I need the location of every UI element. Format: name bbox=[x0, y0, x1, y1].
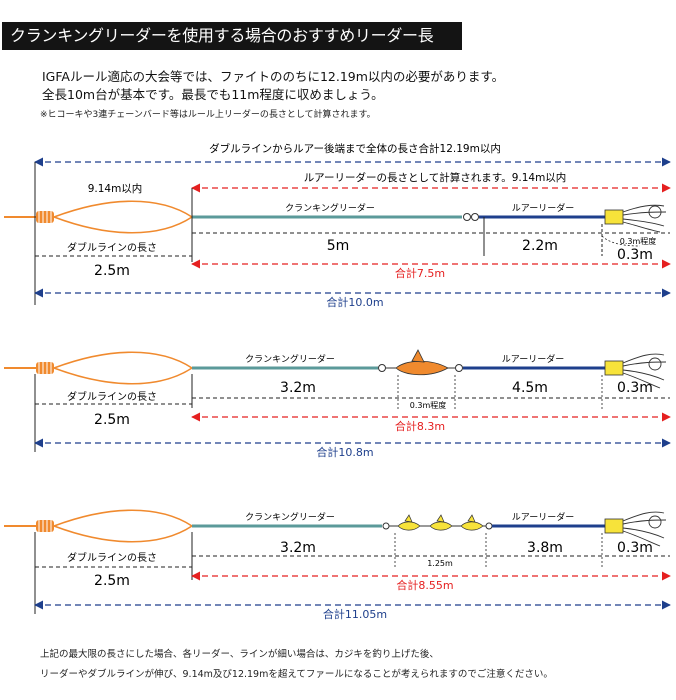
lure-skirt-icon bbox=[622, 204, 667, 233]
double-line-label: ダブルラインの長さ bbox=[67, 551, 157, 564]
cranking-length: 5m bbox=[327, 238, 350, 254]
cranking-length: 3.2m bbox=[280, 540, 316, 556]
diagram-2: クランキングリーダー ルアーリーダー 3.2m 0.3m程度 4.5m 0.3m… bbox=[4, 349, 671, 459]
swivel-icon bbox=[378, 364, 386, 372]
bimini-knot-icon bbox=[36, 520, 54, 532]
total-span-label: ダブルラインからルアー後端まで全体の長さ合計12.19m以内 bbox=[209, 142, 501, 155]
leader-span-label: ルアーリーダーの長さとして計算されます。9.14m以内 bbox=[304, 171, 567, 184]
double-line-label: ダブルラインの長さ bbox=[67, 241, 157, 254]
blue-total: 合計11.05m bbox=[323, 607, 387, 621]
swivel-icon bbox=[455, 364, 463, 372]
lure-leader-label: ルアーリーダー bbox=[502, 353, 564, 365]
blue-total: 合計10.0m bbox=[326, 295, 383, 309]
hook-icon bbox=[648, 357, 662, 371]
double-line-length: 2.5m bbox=[94, 412, 130, 428]
footer-line-2: リーダーやダブルラインが伸び、9.14m及び12.19mを超えてファールになるこ… bbox=[40, 669, 553, 680]
swivel-icon bbox=[382, 522, 390, 530]
intro-line-1: IGFAルール適応の大会等では、ファイトののちに12.19m以内の必要があります… bbox=[42, 69, 505, 84]
lure-head-icon bbox=[604, 518, 624, 534]
chain-bird-icon bbox=[460, 514, 484, 531]
lure-leader-label: ルアーリーダー bbox=[512, 202, 574, 214]
swivel-icon bbox=[485, 522, 493, 530]
swivel-icon bbox=[463, 213, 471, 221]
bird-small-note: 0.3m程度 bbox=[410, 400, 447, 410]
red-total: 合計8.3m bbox=[395, 419, 445, 433]
blue-total: 合計10.8m bbox=[316, 445, 373, 459]
footer-line-1: 上記の最大限の長さにした場合、各リーダー、ラインが細い場合は、カジキを釣り上げた… bbox=[40, 649, 439, 660]
lure-body-length: 0.3m bbox=[617, 540, 653, 556]
rule-note: ※ヒコーキや3連チェーンバード等はルール上リーダーの長さとして計算されます。 bbox=[40, 110, 376, 120]
lure-body-length: 0.3m bbox=[617, 380, 653, 396]
diagram-1: ダブルラインからルアー後端まで全体の長さ合計12.19m以内 9.14m以内 ル… bbox=[4, 142, 671, 309]
chain-bird-icon bbox=[429, 514, 453, 531]
cranking-leader-label: クランキングリーダー bbox=[245, 511, 335, 523]
bimini-knot-icon bbox=[36, 211, 54, 223]
page-title: クランキングリーダーを使用する場合のおすすめリーダー長 bbox=[2, 22, 462, 50]
chain-bird-icon bbox=[397, 514, 421, 531]
hook-icon bbox=[648, 515, 662, 529]
lure-leader-label: ルアーリーダー bbox=[512, 511, 574, 523]
bimini-knot-icon bbox=[36, 362, 54, 374]
lure-leader-length: 2.2m bbox=[522, 238, 558, 254]
double-line-length: 2.5m bbox=[94, 263, 130, 279]
cranking-length: 3.2m bbox=[280, 380, 316, 396]
cranking-leader-label: クランキングリーダー bbox=[285, 202, 375, 214]
double-line-label: ダブルラインの長さ bbox=[67, 390, 157, 403]
lure-head-icon bbox=[604, 209, 624, 225]
cranking-leader-label: クランキングリーダー bbox=[245, 353, 335, 365]
lure-leader-length: 4.5m bbox=[512, 380, 548, 396]
lure-body-length: 0.3m bbox=[617, 247, 653, 263]
double-line-loop bbox=[51, 509, 194, 543]
double-line-loop bbox=[51, 351, 194, 385]
lure-small-note: 0.3m程度 bbox=[620, 236, 657, 246]
lure-leader-length: 3.8m bbox=[527, 540, 563, 556]
red-total: 合計8.55m bbox=[396, 578, 453, 592]
double-line-max-label: 9.14m以内 bbox=[88, 182, 143, 195]
intro-line-2: 全長10m台が基本です。最長でも11m程度に収めましょう。 bbox=[42, 87, 384, 102]
hook-icon bbox=[648, 205, 662, 219]
bird-chain-length: 1.25m bbox=[427, 559, 453, 568]
lure-skirt-icon bbox=[622, 353, 667, 389]
teaser-bird-icon bbox=[395, 360, 449, 376]
red-total: 合計7.5m bbox=[395, 266, 445, 280]
double-line-loop bbox=[51, 200, 194, 234]
double-line-length: 2.5m bbox=[94, 573, 130, 589]
diagram-3: クランキングリーダー ルアーリーダー 3.2m 1.25m 3.8m 0. bbox=[4, 509, 671, 621]
lure-head-icon bbox=[604, 360, 624, 376]
lure-skirt-icon bbox=[622, 511, 667, 547]
